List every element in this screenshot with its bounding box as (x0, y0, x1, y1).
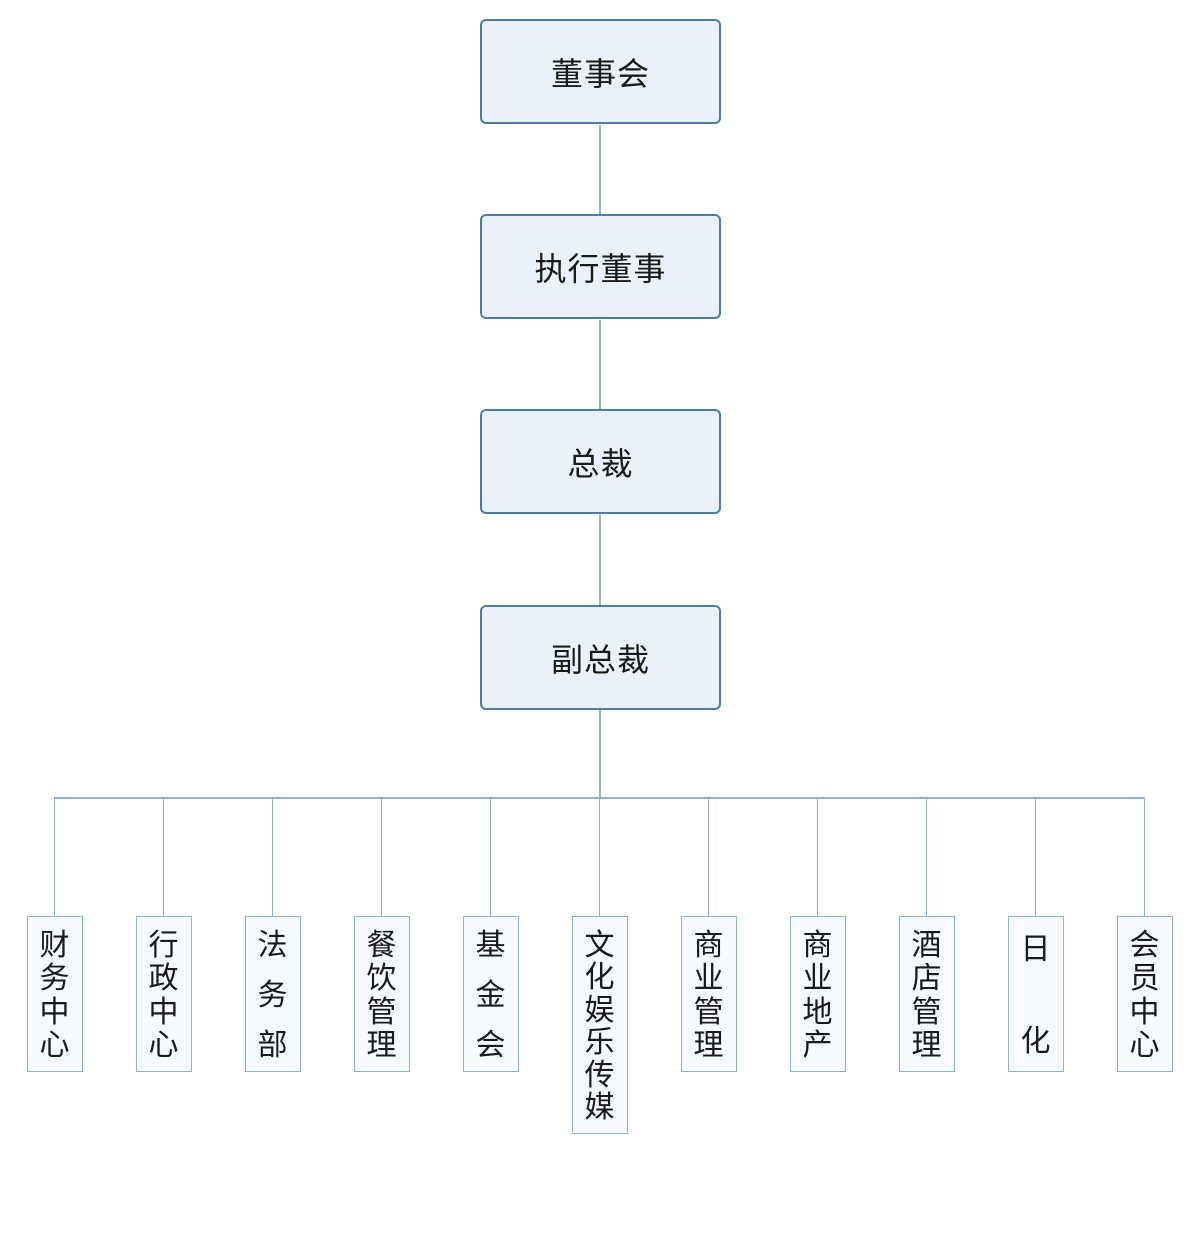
department-label-char: 理 (911, 1027, 942, 1063)
department-box: 法务部 (244, 916, 301, 1072)
department-label-char: 业 (693, 961, 724, 997)
department-label-char: 中 (39, 994, 70, 1030)
connector-department-3 (380, 798, 383, 916)
department-label-char: 酒 (911, 928, 942, 963)
department-box: 商业地产 (789, 916, 846, 1072)
department-label-char: 商 (693, 928, 724, 963)
department-label-char: 化 (1020, 1024, 1051, 1059)
department-label-char: 金 (475, 978, 506, 1013)
department-label-char: 管 (693, 994, 724, 1030)
department-label-char: 会 (1129, 928, 1160, 963)
department-label-char: 务 (257, 978, 288, 1013)
box-executive-director-label: 执行董事 (534, 249, 667, 288)
department-label-char: 理 (366, 1027, 397, 1063)
connector-department-1 (162, 798, 165, 916)
department-label-char: 文 (584, 928, 615, 963)
department-bus (54, 797, 1145, 799)
department-label-char: 理 (693, 1027, 724, 1063)
department-label-char: 基 (475, 928, 506, 963)
department-label-char: 业 (802, 961, 833, 997)
connector-vp-bus (599, 710, 601, 798)
department-label-char: 行 (148, 928, 179, 963)
department-label-char: 乐 (584, 1025, 615, 1061)
department-label-char: 心 (148, 1027, 179, 1063)
connector-department-9 (1034, 798, 1037, 916)
box-vice-president-label: 副总裁 (550, 640, 650, 679)
box-vice-president: 副总裁 (480, 605, 721, 710)
connector-department-7 (816, 798, 819, 916)
department-label-char: 日 (1020, 932, 1051, 967)
department-label-char: 娱 (584, 992, 615, 1028)
department-label-char: 部 (257, 1028, 288, 1063)
box-executive-director: 执行董事 (480, 214, 721, 319)
department-box: 行政中心 (135, 916, 192, 1072)
box-president-label: 总裁 (567, 444, 634, 483)
department-box: 会员中心 (1116, 916, 1173, 1072)
connector-department-8 (925, 798, 928, 916)
department-box: 餐饮管理 (353, 916, 410, 1072)
department-box: 商业管理 (680, 916, 737, 1072)
department-label-char: 产 (802, 1027, 833, 1063)
connector-president-vp (599, 515, 601, 605)
connector-department-6 (707, 798, 710, 916)
department-box: 财务中心 (26, 916, 83, 1072)
department-label-char: 店 (911, 961, 942, 997)
box-president: 总裁 (480, 409, 721, 514)
connector-department-5 (598, 798, 601, 916)
department-label-char: 务 (39, 961, 70, 997)
department-label-char: 心 (1129, 1027, 1160, 1063)
department-box: 日化 (1007, 916, 1064, 1072)
department-label-char: 地 (802, 994, 833, 1030)
department-box: 基金会 (462, 916, 519, 1072)
department-label-char: 管 (911, 994, 942, 1030)
department-label-char: 化 (584, 960, 615, 996)
box-board: 董事会 (480, 19, 721, 124)
connector-department-2 (271, 798, 274, 916)
box-board-label: 董事会 (550, 54, 650, 93)
department-box: 文化娱乐传媒 (571, 916, 628, 1134)
department-label-char: 财 (39, 928, 70, 963)
connector-department-0 (53, 798, 56, 916)
department-label-char: 传 (584, 1057, 615, 1093)
department-label-char: 政 (148, 961, 179, 997)
department-label-char: 心 (39, 1027, 70, 1063)
department-label-char: 法 (257, 928, 288, 963)
department-label-char: 管 (366, 994, 397, 1030)
connector-exec-president (599, 320, 601, 409)
department-box: 酒店管理 (898, 916, 955, 1072)
department-label-char: 饮 (366, 961, 397, 997)
department-label-char: 媒 (584, 1089, 615, 1125)
department-label-char: 餐 (366, 928, 397, 963)
department-label-char: 员 (1129, 961, 1160, 997)
department-label-char: 会 (475, 1028, 506, 1063)
connector-board-exec (599, 125, 601, 214)
department-label-char: 中 (1129, 994, 1160, 1030)
connector-department-4 (489, 798, 492, 916)
connector-department-10 (1143, 798, 1146, 916)
department-label-char: 中 (148, 994, 179, 1030)
department-label-char: 商 (802, 928, 833, 963)
